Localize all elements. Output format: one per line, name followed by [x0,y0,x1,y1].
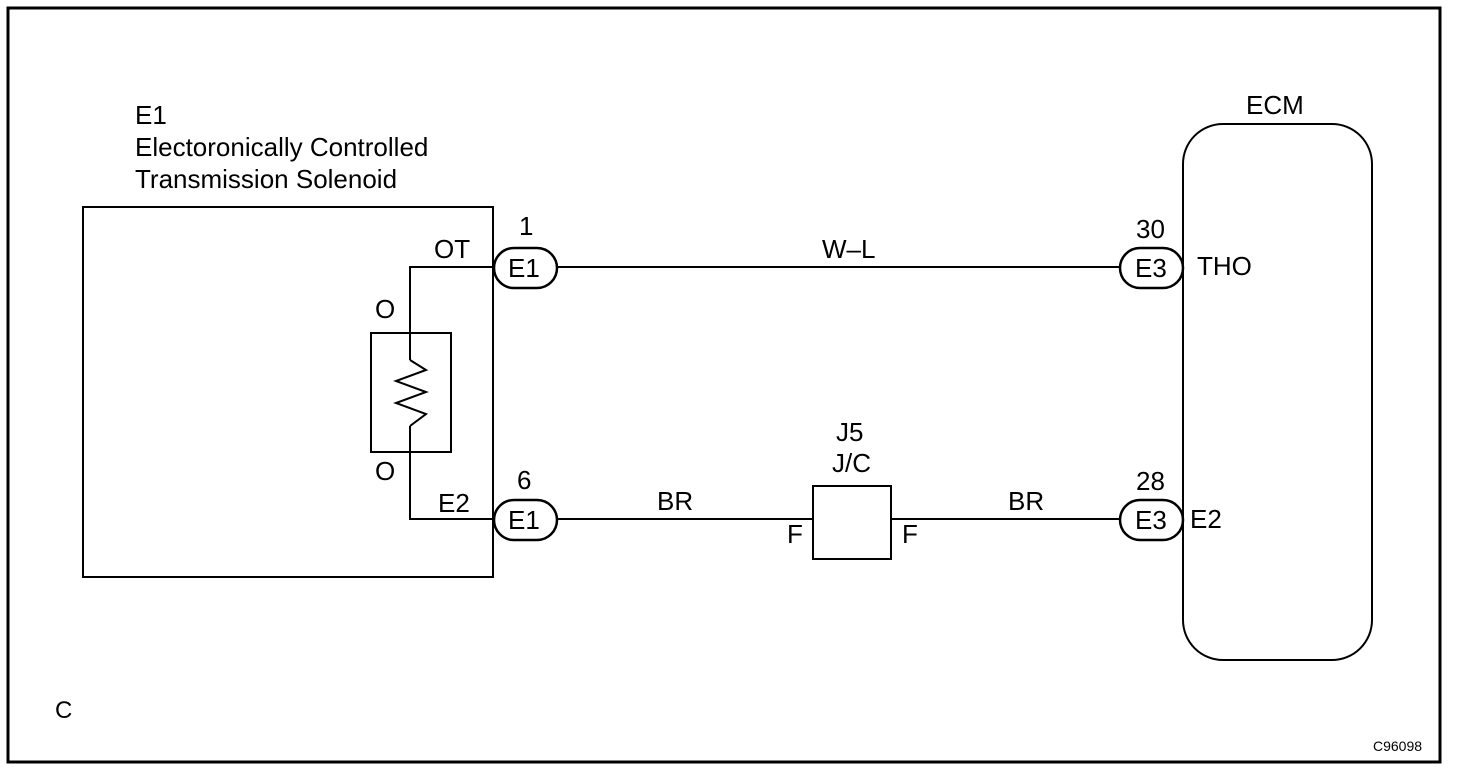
wire-br-right-label: BR [1008,486,1044,516]
thermistor-box [370,332,452,453]
ecm-title: ECM [1246,90,1304,120]
junction-left-pin: F [787,519,803,549]
connector-e1-top-pin: 1 [519,211,533,241]
junction-type: J/C [832,448,871,478]
connector-e1-top-label: E1 [508,253,540,283]
solenoid-pin-e2: E2 [438,488,470,518]
wire-w-l-label: W–L [822,234,875,264]
wire-br-left-label: BR [657,486,693,516]
connector-e1-bottom-pin: 6 [517,465,531,495]
connector-e1-bottom-label: E1 [508,505,540,535]
connector-e3-top-label: E3 [1135,253,1167,283]
junction-right-pin: F [902,519,918,549]
ecm-pin-e2: E2 [1190,504,1222,534]
solenoid-name-line2: Transmission Solenoid [135,164,397,194]
ecm-box [1182,123,1373,661]
solenoid-box [82,206,494,578]
junction-connector-j5 [812,485,892,560]
connector-e3-bottom-pin: 28 [1136,466,1165,496]
junction-id: J5 [836,417,863,447]
thermistor-top-label: O [375,294,395,324]
diagram-frame [6,6,1442,764]
connector-e3-top-pin: 30 [1136,214,1165,244]
thermistor-zigzag [393,359,429,427]
solenoid-code: E1 [135,100,167,130]
ecm-pin-tho: THO [1197,251,1252,281]
solenoid-internal-top-wire [409,266,493,360]
figure-code: C96098 [1373,738,1422,754]
solenoid-pin-ot: OT [434,234,470,264]
solenoid-internal-bottom-wire [409,426,493,520]
thermistor-bottom-label: O [375,456,395,486]
connector-e3-bottom-label: E3 [1135,505,1167,535]
corner-letter: C [55,697,72,724]
solenoid-name-line1: Electoronically Controlled [135,132,428,162]
